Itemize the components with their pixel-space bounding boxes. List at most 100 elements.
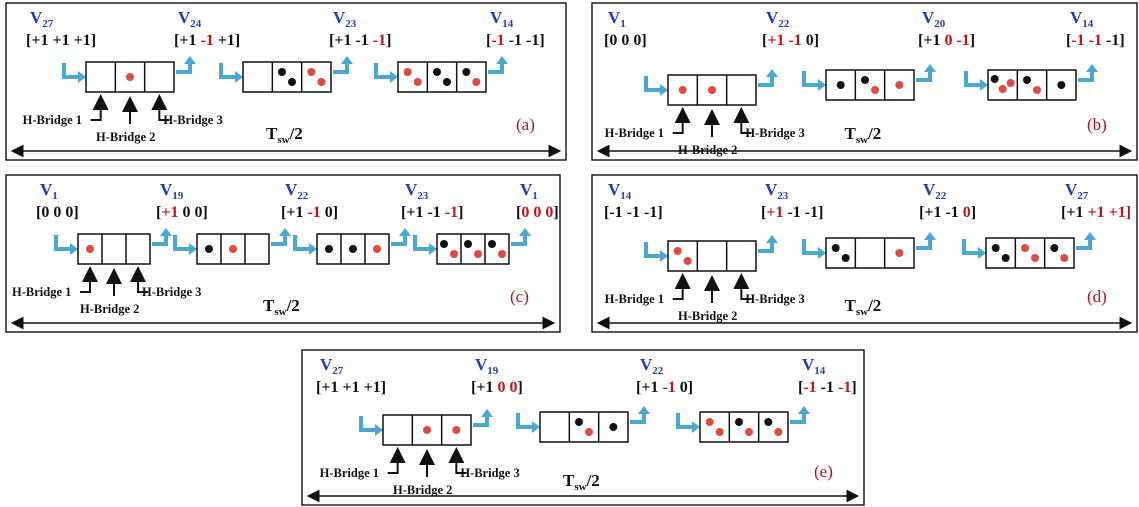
state-vector: [+1 -1 -1] (761, 204, 823, 221)
vector-name: V14 (1070, 8, 1094, 30)
black-dot-icon (609, 423, 618, 431)
flow-arrow-in-icon (962, 239, 986, 259)
black-dot-icon (735, 418, 743, 426)
flow-arrow-out-icon (271, 228, 291, 246)
vector-name: V22 (923, 180, 947, 202)
state-vector: [+1 0 -1] (918, 32, 975, 49)
red-dot-icon (413, 78, 422, 86)
flow-arrow-out-icon (630, 406, 650, 424)
red-dot-icon (1031, 254, 1039, 262)
hbridge-3-label: H-Bridge 3 (745, 126, 804, 140)
flow-arrow-in-icon (644, 76, 668, 96)
state-vector: [+1 -1 0] (762, 32, 819, 49)
black-dot-icon (861, 76, 869, 84)
state-vector: [-1 -1 -1] (1066, 32, 1125, 49)
flow-arrow-out-icon (473, 409, 493, 427)
flow-arrow-out-icon (916, 64, 936, 82)
tsw-label: Tsw/2 (845, 296, 882, 318)
hbridge-2-label: H-Bridge 2 (678, 143, 737, 157)
hbridge-state-box (667, 74, 757, 106)
red-dot-icon (1021, 244, 1029, 252)
black-dot-icon (841, 254, 850, 262)
hbridge-2-label: H-Bridge 2 (80, 302, 139, 316)
red-dot-icon (423, 426, 431, 434)
flow-arrow-in-icon (676, 413, 700, 433)
black-dot-icon (764, 418, 773, 426)
flow-arrow-in-icon (293, 235, 317, 255)
black-dot-icon (278, 68, 286, 76)
vector-name: V27 (320, 355, 344, 377)
red-dot-icon (585, 428, 593, 436)
red-dot-icon (498, 250, 506, 258)
state-vector: [-1 -1 -1] (486, 32, 545, 49)
tsw-label: Tsw/2 (266, 124, 303, 146)
flow-arrow-out-icon (176, 56, 196, 74)
black-dot-icon (433, 68, 441, 76)
hbridge-state-box (699, 411, 789, 443)
hbridge-1-label: H-Bridge 1 (605, 126, 664, 140)
red-dot-icon (452, 426, 461, 434)
flow-arrow-out-icon (333, 56, 353, 74)
red-dot-icon (373, 245, 381, 253)
black-dot-icon (836, 81, 845, 89)
flow-arrow-out-icon (916, 232, 936, 250)
black-dot-icon (488, 240, 496, 248)
black-dot-icon (991, 244, 1000, 252)
state-vector: [+1 +1 +1] (1061, 204, 1131, 221)
flow-arrow-in-icon (62, 63, 86, 83)
red-dot-icon (1060, 254, 1069, 262)
red-dot-icon (86, 245, 94, 253)
black-dot-icon (462, 68, 471, 76)
black-dot-icon (440, 240, 448, 248)
panel-label: (c) (510, 287, 529, 306)
black-dot-icon (464, 240, 472, 248)
state-vector: [+1 +1 +1] (26, 32, 96, 49)
vector-name: V24 (178, 8, 202, 30)
vector-name: V27 (1065, 180, 1089, 202)
red-dot-icon (126, 73, 134, 81)
red-dot-icon (998, 85, 1007, 93)
red-dot-icon (474, 250, 482, 258)
vector-name: V22 (766, 8, 790, 30)
hbridge-1-label: H-Bridge 1 (320, 466, 379, 480)
flow-arrow-in-icon (374, 63, 398, 83)
panel-label: (a) (516, 115, 535, 134)
hbridge-state-box (667, 240, 757, 272)
flow-arrow-in-icon (516, 413, 540, 433)
red-dot-icon (895, 81, 904, 89)
state-vector: [+1 -1 0] (636, 379, 693, 396)
black-dot-icon (1001, 254, 1010, 262)
flow-arrow-in-icon (964, 71, 988, 91)
flow-arrow-out-icon (790, 406, 810, 424)
flow-arrow-out-icon (758, 235, 778, 253)
flow-arrow-out-icon (511, 228, 531, 246)
vector-name: V1 (520, 180, 538, 202)
tsw-label: Tsw/2 (845, 124, 882, 146)
black-dot-icon (288, 78, 296, 86)
state-vector: [+1 0 0] (156, 204, 208, 221)
hbridge-state-box (382, 414, 472, 446)
panel-a: H-Bridge 1H-Bridge 2H-Bridge 3(a)Tsw/2 (5, 2, 567, 161)
panel-label: (b) (1087, 115, 1107, 134)
vector-name: V23 (765, 180, 789, 202)
panel-e: H-Bridge 1H-Bridge 2H-Bridge 3(e)Tsw/2 (301, 349, 865, 506)
flow-arrow-in-icon (219, 63, 243, 83)
flow-arrow-in-icon (802, 71, 826, 91)
state-vector: [+1 -1 -1] (401, 204, 463, 221)
red-dot-icon (472, 78, 481, 86)
black-dot-icon (1023, 76, 1031, 84)
black-dot-icon (831, 244, 840, 252)
vector-name: V23 (333, 8, 357, 30)
state-vector: [0 0 0] (36, 204, 79, 221)
red-dot-icon (1006, 79, 1015, 87)
flow-arrow-in-icon (802, 239, 826, 259)
black-dot-icon (990, 75, 999, 83)
black-dot-icon (575, 418, 583, 426)
black-dot-icon (349, 245, 357, 253)
red-dot-icon (673, 247, 682, 255)
state-vector: [0 0 0] (604, 32, 647, 49)
hbridge-3-label: H-Bridge 3 (745, 292, 804, 306)
state-vector: [+1 -1 +1] (174, 32, 240, 49)
hbridge-state-box (397, 61, 487, 93)
